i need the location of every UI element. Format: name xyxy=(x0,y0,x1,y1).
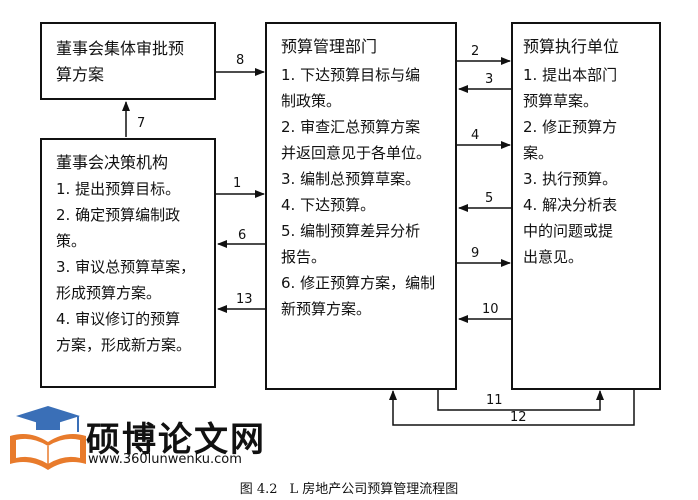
arrow-3-label: 3 xyxy=(485,72,493,87)
board-approval-title-line1: 董事会集体审批预 xyxy=(56,39,185,58)
arrow-10-label: 10 xyxy=(482,302,499,317)
exec-unit-item: 1. 提出本部门 xyxy=(523,66,618,84)
board-approval-box: 董事会集体审批预 算方案 xyxy=(40,22,216,100)
arrow-4-label: 4 xyxy=(471,128,479,143)
exec-unit-item: 3. 执行预算。 xyxy=(523,170,618,188)
arrow-11 xyxy=(437,390,604,411)
arrow-5-label: 5 xyxy=(485,191,493,206)
budget-dept-item: 2. 审查汇总预算方案 xyxy=(281,118,421,136)
arrow-11-label: 11 xyxy=(486,393,503,408)
board-decision-title: 董事会决策机构 xyxy=(56,153,169,172)
budget-dept-item: 并返回意见于各单位。 xyxy=(281,144,432,162)
figure-number: 图 4.2 xyxy=(239,482,278,497)
watermark-site-name: 硕博论文网 xyxy=(86,420,266,460)
budget-dept-item: 报告。 xyxy=(281,248,327,266)
committee-item: 3. 审议总预算草案， xyxy=(56,258,196,276)
board-approval-title-line2: 算方案 xyxy=(56,65,105,84)
budget-dept-item: 制政策。 xyxy=(281,92,342,110)
exec-unit-item: 中的问题或提 xyxy=(523,222,614,240)
arrow-13-label: 13 xyxy=(236,292,253,307)
committee-item: 2. 确定预算编制政 xyxy=(56,206,181,224)
budget-management-title: 预算管理部门 xyxy=(281,37,378,56)
committee-item: 4. 审议修订的预算 xyxy=(56,310,181,328)
committee-item: 形成预算方案。 xyxy=(56,284,162,302)
arrow-7-label: 7 xyxy=(137,116,145,131)
arrow-9-label: 9 xyxy=(471,246,479,261)
budget-execution-box: 预算执行单位 1. 提出本部门 预算草案。 2. 修正预算方 案。 3. 执行预… xyxy=(511,22,661,390)
watermark-site-url: www.360lunwenku.com xyxy=(88,452,242,467)
exec-unit-item: 出意见。 xyxy=(523,248,584,266)
exec-unit-item: 4. 解决分析表 xyxy=(523,196,618,214)
committee-item: 1. 提出预算目标。 xyxy=(56,180,181,198)
exec-unit-item: 2. 修正预算方 xyxy=(523,118,618,136)
budget-dept-item: 5. 编制预算差异分析 xyxy=(281,222,421,240)
budget-dept-item: 3. 编制总预算草案。 xyxy=(281,170,421,188)
arrow-2-label: 2 xyxy=(471,44,479,59)
arrow-1-label: 1 xyxy=(233,176,241,191)
arrow-8-label: 8 xyxy=(236,53,244,68)
committee-item: 方案，形成新方案。 xyxy=(56,336,192,354)
budget-execution-title: 预算执行单位 xyxy=(523,37,620,56)
board-decision-box: 董事会决策机构 1. 提出预算目标。 2. 确定预算编制政 策。 3. 审议总预… xyxy=(40,138,216,388)
budget-dept-item: 6. 修正预算方案，编制 xyxy=(281,274,436,292)
budget-management-box: 预算管理部门 1. 下达预算目标与编 制政策。 2. 审查汇总预算方案 并返回意… xyxy=(265,22,457,390)
exec-unit-item: 案。 xyxy=(523,144,554,162)
arrow-6-label: 6 xyxy=(238,228,246,243)
budget-dept-item: 1. 下达预算目标与编 xyxy=(281,66,421,84)
arrow-12-label: 12 xyxy=(510,410,527,425)
figure-caption: 图 4.2 L 房地产公司预算管理流程图 xyxy=(0,478,698,497)
exec-unit-item: 预算草案。 xyxy=(523,92,599,110)
watermark-logo-icon xyxy=(10,406,86,470)
arrow-12 xyxy=(389,390,635,426)
committee-item: 策。 xyxy=(56,232,87,250)
budget-dept-item: 4. 下达预算。 xyxy=(281,196,376,214)
budget-dept-item: 新预算方案。 xyxy=(281,300,372,318)
figure-title: L 房地产公司预算管理流程图 xyxy=(289,482,459,497)
